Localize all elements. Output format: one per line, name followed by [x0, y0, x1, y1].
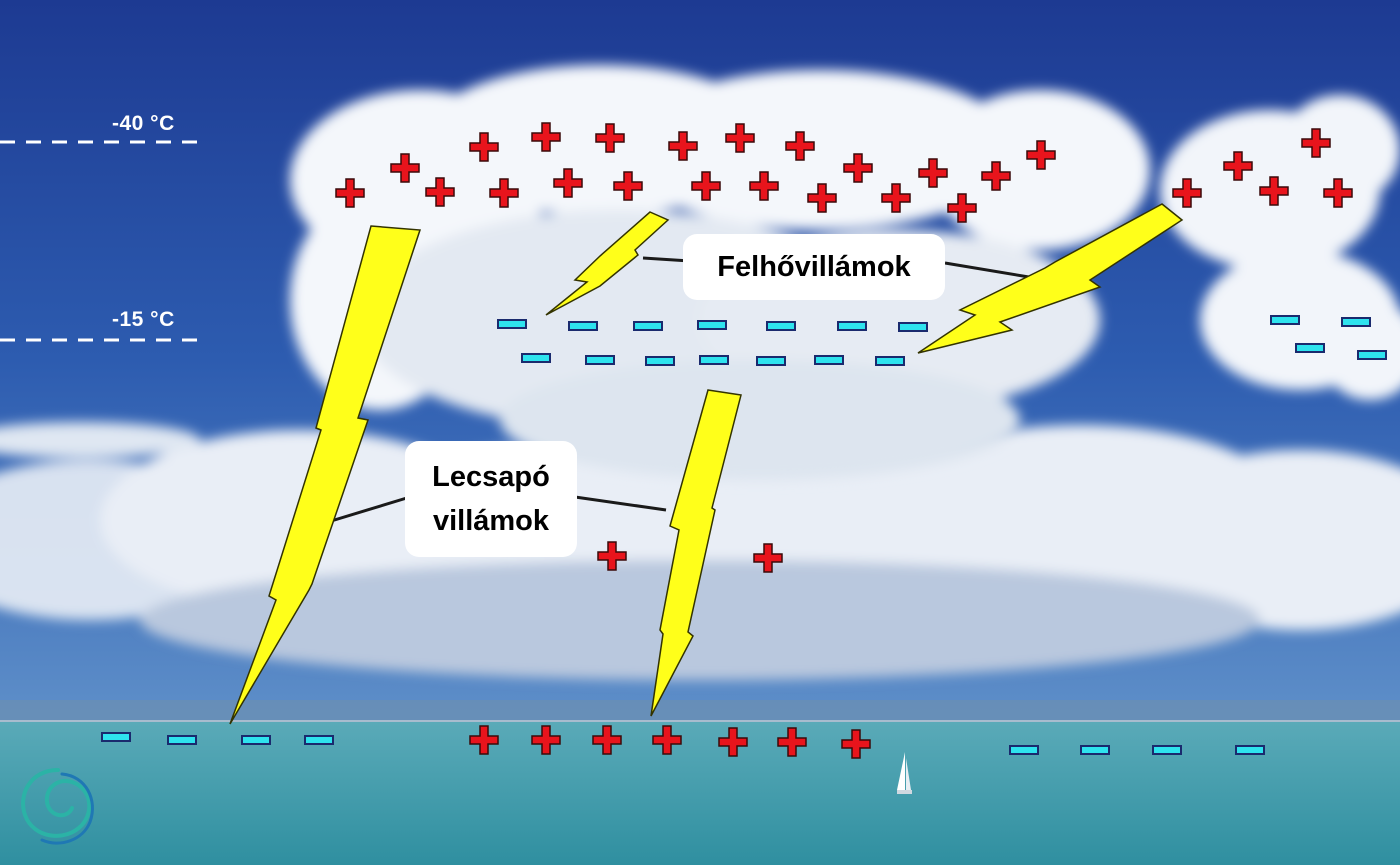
- minus-charge-icon: [568, 321, 598, 331]
- plus-charge-icon: [552, 167, 584, 199]
- plus-charge-icon: [784, 130, 816, 162]
- plus-charge-icon: [752, 542, 784, 574]
- plus-charge-icon: [1025, 139, 1057, 171]
- minus-charge-icon: [1295, 343, 1325, 353]
- main-cloud: [290, 65, 1150, 480]
- plus-charge-icon: [389, 152, 421, 184]
- plus-charge-icon: [468, 724, 500, 756]
- minus-charge-icon: [645, 356, 675, 366]
- plus-charge-icon: [651, 724, 683, 756]
- plus-charge-icon: [776, 726, 808, 758]
- plus-charge-icon: [594, 122, 626, 154]
- callout-ground-lightning-line2: villámok: [432, 505, 550, 537]
- plus-charge-icon: [842, 152, 874, 184]
- ground-lightning-middle: [650, 389, 742, 717]
- minus-charge-icon: [633, 321, 663, 331]
- minus-charge-icon: [756, 356, 786, 366]
- callout-cloud-lightning-text: Felhővillámok: [717, 251, 911, 283]
- minus-charge-icon: [697, 320, 727, 330]
- plus-charge-icon: [1222, 150, 1254, 182]
- plus-charge-icon: [1171, 177, 1203, 209]
- temperature-label-middle: -15 °C: [112, 308, 175, 331]
- cloud-lightning-small: [545, 211, 670, 316]
- minus-charge-icon: [1235, 745, 1265, 755]
- plus-charge-icon: [591, 724, 623, 756]
- minus-charge-icon: [1152, 745, 1182, 755]
- plus-charge-icon: [1300, 127, 1332, 159]
- minus-charge-icon: [101, 732, 131, 742]
- minus-charge-icon: [837, 321, 867, 331]
- minus-charge-icon: [1357, 350, 1387, 360]
- plus-charge-icon: [612, 170, 644, 202]
- plus-charge-icon: [334, 177, 366, 209]
- minus-charge-icon: [1270, 315, 1300, 325]
- callout-ground-lightning-line1: Lecsapó: [432, 461, 550, 493]
- ground-lightning-left: [229, 225, 422, 725]
- callout-cloud-lightning: Felhővillámok: [683, 234, 945, 300]
- minus-charge-icon: [1080, 745, 1110, 755]
- plus-charge-icon: [806, 182, 838, 214]
- minus-charge-icon: [1009, 745, 1039, 755]
- minus-charge-icon: [1341, 317, 1371, 327]
- plus-charge-icon: [1258, 175, 1290, 207]
- callout-ground-lightning: Lecsapó villámok: [405, 441, 577, 557]
- plus-charge-icon: [1322, 177, 1354, 209]
- plus-charge-icon: [530, 724, 562, 756]
- plus-charge-icon: [717, 726, 749, 758]
- minus-charge-icon: [304, 735, 334, 745]
- plus-charge-icon: [880, 182, 912, 214]
- minus-charge-icon: [167, 735, 197, 745]
- plus-charge-icon: [468, 131, 500, 163]
- plus-charge-icon: [488, 177, 520, 209]
- lower-cloud-bank: [0, 420, 1400, 680]
- plus-charge-icon: [424, 176, 456, 208]
- minus-charge-icon: [241, 735, 271, 745]
- temperature-label-top: -40 °C: [112, 112, 175, 135]
- plus-charge-icon: [667, 130, 699, 162]
- cloud-lightning-right: [917, 203, 1184, 354]
- plus-charge-icon: [946, 192, 978, 224]
- plus-charge-icon: [748, 170, 780, 202]
- minus-charge-icon: [898, 322, 928, 332]
- plus-charge-icon: [724, 122, 756, 154]
- plus-charge-icon: [530, 121, 562, 153]
- minus-charge-icon: [699, 355, 729, 365]
- plus-charge-icon: [840, 728, 872, 760]
- lightning-bolts: [229, 203, 1184, 725]
- plus-charge-icon: [596, 540, 628, 572]
- sea: [0, 722, 1400, 865]
- minus-charge-icon: [814, 355, 844, 365]
- minus-charge-icon: [875, 356, 905, 366]
- plus-charge-icon: [980, 160, 1012, 192]
- plus-charge-icon: [917, 157, 949, 189]
- minus-charge-icon: [585, 355, 615, 365]
- plus-charge-icon: [690, 170, 722, 202]
- sailboat-icon: [897, 752, 912, 794]
- minus-charge-icon: [766, 321, 796, 331]
- spiral-logo-icon: [21, 768, 94, 845]
- minus-charge-icon: [521, 353, 551, 363]
- minus-charge-icon: [497, 319, 527, 329]
